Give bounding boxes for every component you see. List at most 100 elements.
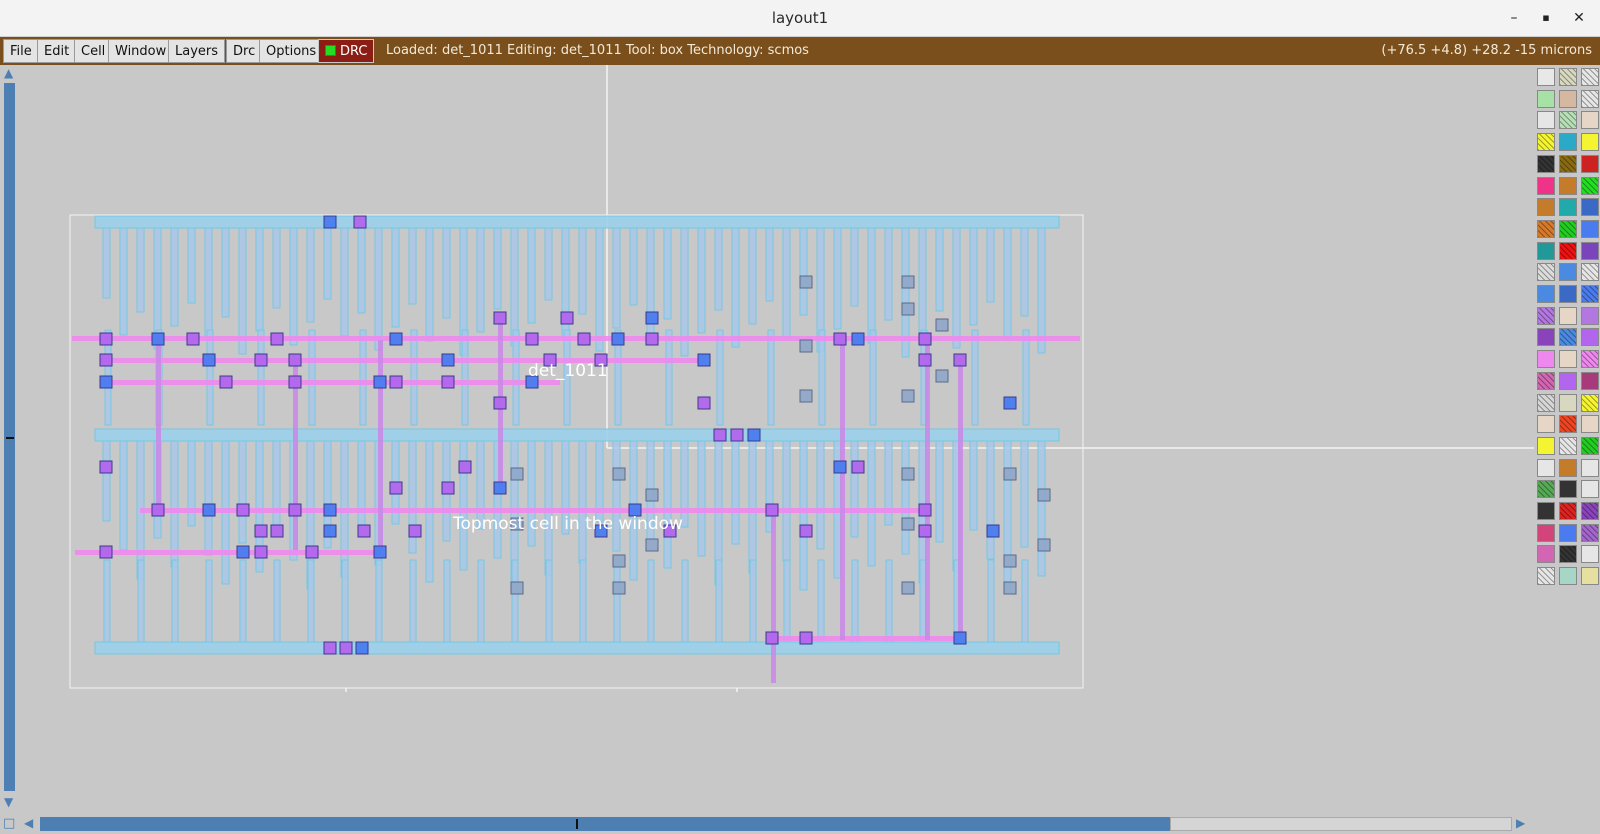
layer-swatch[interactable] [1581,523,1599,542]
diffusion-contact [799,389,813,403]
scroll-left-icon[interactable]: ◀ [24,816,34,830]
layer-swatch[interactable] [1537,154,1555,173]
layer-swatch[interactable] [1537,545,1555,564]
layer-swatch[interactable] [1581,328,1599,347]
layer-swatch[interactable] [1581,198,1599,217]
drc-button[interactable]: DRC [318,39,375,63]
layer-swatch[interactable] [1537,68,1555,86]
menu-drc[interactable]: Drc [226,39,263,63]
vertical-scrollbar[interactable]: ▲ ▼ [0,65,20,813]
menu-file[interactable]: File [3,39,39,63]
via-contact [323,524,337,538]
layer-swatch[interactable] [1537,502,1555,520]
layer-swatch[interactable] [1559,523,1577,542]
layer-swatch[interactable] [1537,241,1555,260]
layer-swatch[interactable] [1559,263,1577,282]
layer-swatch[interactable] [1537,567,1555,586]
layer-swatch[interactable] [1537,176,1555,195]
layer-swatch[interactable] [1559,198,1577,217]
maximize-icon[interactable]: ▪ [1542,11,1550,24]
metal-finger [1020,227,1029,317]
layer-swatch[interactable] [1581,393,1599,412]
layer-swatch[interactable] [1559,502,1577,520]
layer-swatch[interactable] [1581,263,1599,282]
layer-swatch[interactable] [1537,133,1555,152]
layer-swatch[interactable] [1581,133,1599,152]
layer-swatch[interactable] [1581,371,1599,390]
metal-finger [425,227,434,342]
layer-swatch[interactable] [1537,371,1555,390]
layer-swatch[interactable] [1559,306,1577,325]
layer-swatch[interactable] [1559,436,1577,455]
layer-swatch[interactable] [1581,545,1599,564]
layer-swatch[interactable] [1581,285,1599,303]
layer-swatch[interactable] [1537,415,1555,434]
layer-swatch[interactable] [1537,198,1555,217]
layer-swatch[interactable] [1581,176,1599,195]
layer-swatch[interactable] [1559,371,1577,390]
layer-swatch[interactable] [1581,502,1599,520]
metal-finger [901,227,910,358]
layer-swatch[interactable] [1559,328,1577,347]
metal-rail-mid [94,428,1060,442]
layer-swatch[interactable] [1537,480,1555,499]
layer-swatch[interactable] [1537,263,1555,282]
layer-swatch[interactable] [1559,393,1577,412]
layer-swatch[interactable] [1581,306,1599,325]
layer-swatch[interactable] [1581,154,1599,173]
scroll-up-icon[interactable]: ▲ [4,66,14,80]
layer-swatch[interactable] [1537,393,1555,412]
layer-swatch[interactable] [1559,111,1577,130]
menu-cell[interactable]: Cell [74,39,113,63]
layer-swatch[interactable] [1559,567,1577,586]
layer-swatch[interactable] [1559,241,1577,260]
layer-swatch[interactable] [1537,458,1555,477]
minimize-icon[interactable]: – [1510,10,1518,26]
layer-swatch[interactable] [1581,458,1599,477]
layer-swatch[interactable] [1537,436,1555,455]
layer-swatch[interactable] [1537,285,1555,303]
layer-swatch[interactable] [1559,176,1577,195]
zoom-box-icon[interactable]: □ [3,816,16,831]
layer-swatch[interactable] [1559,133,1577,152]
layer-swatch[interactable] [1581,241,1599,260]
layer-swatch[interactable] [1581,436,1599,455]
layer-swatch[interactable] [1581,89,1599,108]
scroll-right-icon[interactable]: ▶ [1516,816,1526,830]
menu-edit[interactable]: Edit [37,39,77,63]
layout-drawing[interactable] [20,65,1534,813]
layer-swatch[interactable] [1559,285,1577,303]
layer-swatch[interactable] [1537,350,1555,369]
horizontal-scrollbar[interactable]: □ ◀ ▶ [0,814,1534,834]
layer-swatch[interactable] [1559,458,1577,477]
layer-swatch[interactable] [1559,480,1577,499]
layer-swatch[interactable] [1537,523,1555,542]
horizontal-scroll-track[interactable] [1170,817,1512,831]
layer-swatch[interactable] [1559,350,1577,369]
scroll-down-icon[interactable]: ▼ [4,795,14,809]
layer-swatch[interactable] [1581,415,1599,434]
layer-swatch[interactable] [1559,89,1577,108]
close-icon[interactable]: ✕ [1573,10,1585,26]
menu-window[interactable]: Window [108,39,174,63]
layer-swatch[interactable] [1581,480,1599,499]
layer-swatch[interactable] [1581,68,1599,86]
layout-canvas[interactable]: det_1011 Topmost cell in the window [20,65,1534,813]
layer-swatch[interactable] [1559,545,1577,564]
layer-swatch[interactable] [1559,154,1577,173]
layer-swatch[interactable] [1559,219,1577,238]
layer-swatch[interactable] [1537,306,1555,325]
horizontal-scroll-thumb[interactable] [40,817,1170,831]
layer-swatch[interactable] [1581,350,1599,369]
layer-swatch[interactable] [1537,89,1555,108]
layer-swatch[interactable] [1559,68,1577,86]
menu-layers[interactable]: Layers [168,39,226,63]
layer-swatch[interactable] [1581,567,1599,586]
layer-swatch[interactable] [1537,111,1555,130]
layer-swatch[interactable] [1537,328,1555,347]
layer-swatch[interactable] [1537,219,1555,238]
layer-swatch[interactable] [1559,415,1577,434]
layer-swatch[interactable] [1581,219,1599,238]
layer-swatch[interactable] [1581,111,1599,130]
menu-options[interactable]: Options [259,39,324,63]
